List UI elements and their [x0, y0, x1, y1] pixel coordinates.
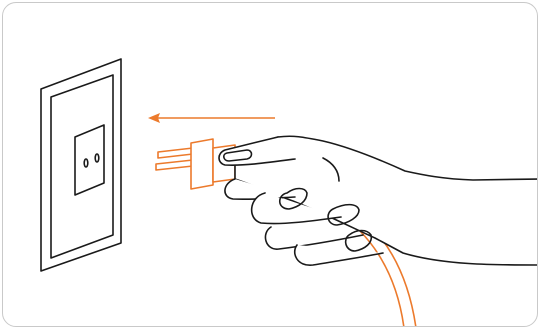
finger-little: [295, 245, 383, 265]
plug-prong-bottom: [156, 160, 193, 170]
illustration-frame: [2, 2, 538, 327]
wall-plate-outer: [41, 59, 121, 271]
plug-prong-top: [158, 148, 193, 158]
plug-insertion-illustration: [3, 3, 538, 327]
wall-socket-icon: [41, 59, 121, 271]
finger-ring: [265, 227, 363, 249]
plug-head: [191, 139, 213, 189]
hand-icon: [219, 136, 538, 265]
direction-arrow-icon: [148, 113, 275, 123]
